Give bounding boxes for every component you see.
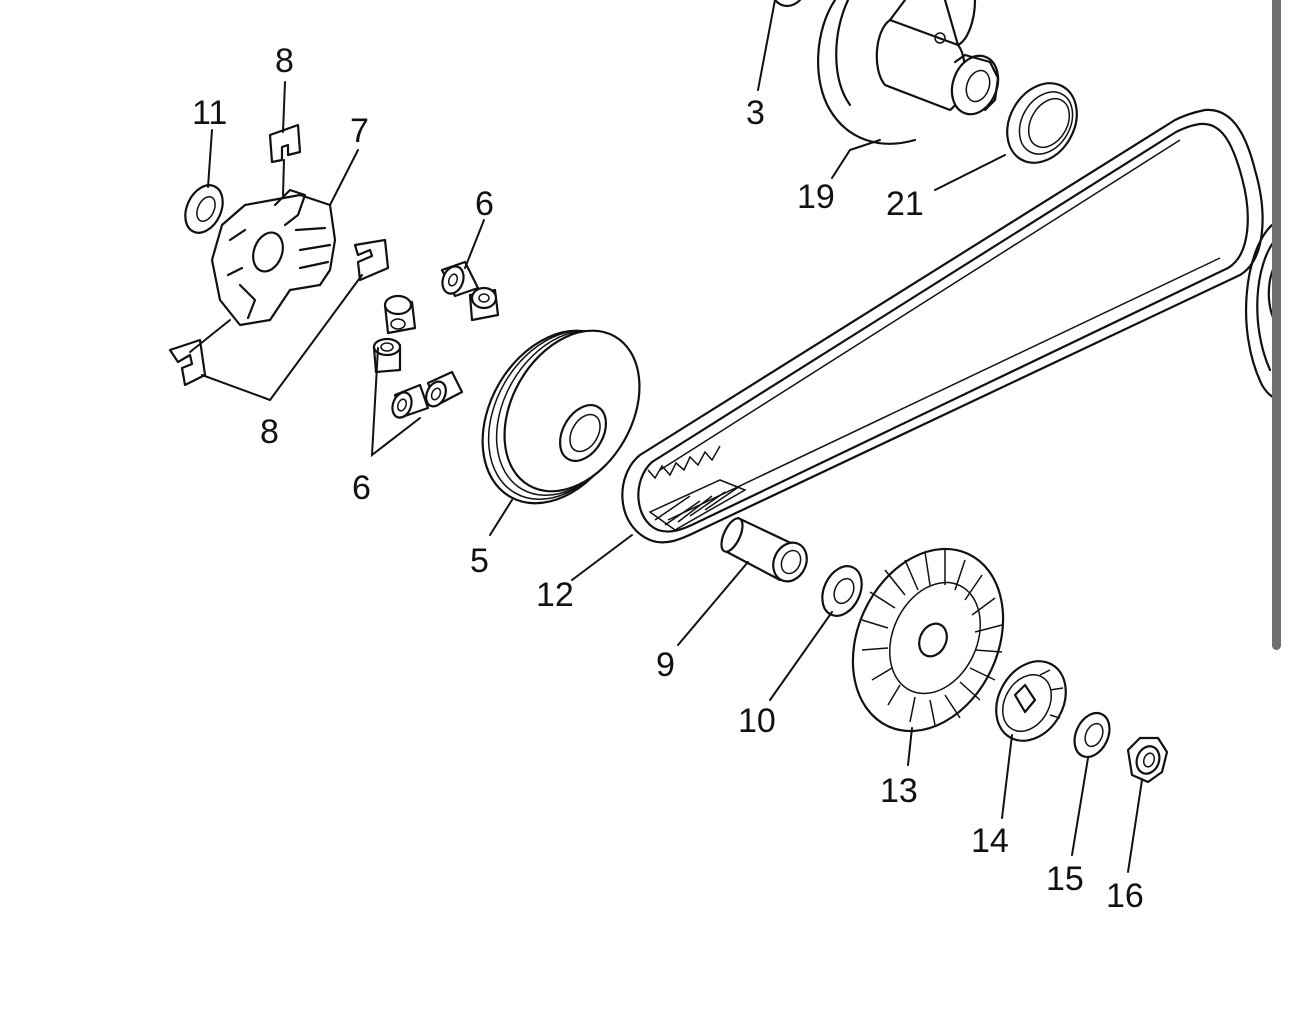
callout-6-top: 6 [475,185,494,223]
callout-13: 13 [880,772,918,810]
roller-6-e [391,383,430,419]
roller-6-d [372,337,402,374]
callout-7: 7 [350,112,369,150]
callout-12: 12 [536,576,574,614]
fixed-sheave-13 [851,547,1005,733]
washer-11 [184,184,224,234]
slider-8-left [168,338,207,387]
roller-6-c [383,294,417,335]
roller-6-a [440,260,480,298]
collar-9 [720,516,808,583]
plate-14 [995,660,1067,742]
nut-16 [1126,736,1169,784]
oil-seal-21 [1006,82,1078,164]
callout-numbers: 3 19 21 8 11 7 6 8 6 5 12 9 10 13 14 15 … [192,42,1144,915]
callout-9: 9 [656,646,675,684]
callout-8-bottom: 8 [260,413,279,451]
callout-11: 11 [192,94,227,132]
slider-8-right [353,238,390,282]
callout-8-top: 8 [275,42,294,80]
callout-21: 21 [886,185,924,223]
washer-10 [821,565,863,617]
washer-15 [1073,711,1111,759]
leader-lines [189,0,1143,873]
drive-belt-12 [621,108,1264,544]
ramp-plate-7 [210,188,337,327]
callout-16: 16 [1106,877,1144,915]
slider-8-top [268,123,302,164]
callout-19: 19 [797,178,835,216]
sliding-sheave-5 [481,329,641,505]
vertical-scrollbar[interactable] [1272,0,1281,650]
callout-3: 3 [746,94,765,132]
callout-14: 14 [971,822,1009,860]
roller-6-b [468,286,500,322]
roller-6-f [425,370,464,408]
callout-15: 15 [1046,860,1084,898]
secondary-sheave [773,0,1000,145]
callout-10: 10 [738,702,776,740]
callout-6-bottom: 6 [352,469,371,507]
callout-5: 5 [470,542,489,580]
